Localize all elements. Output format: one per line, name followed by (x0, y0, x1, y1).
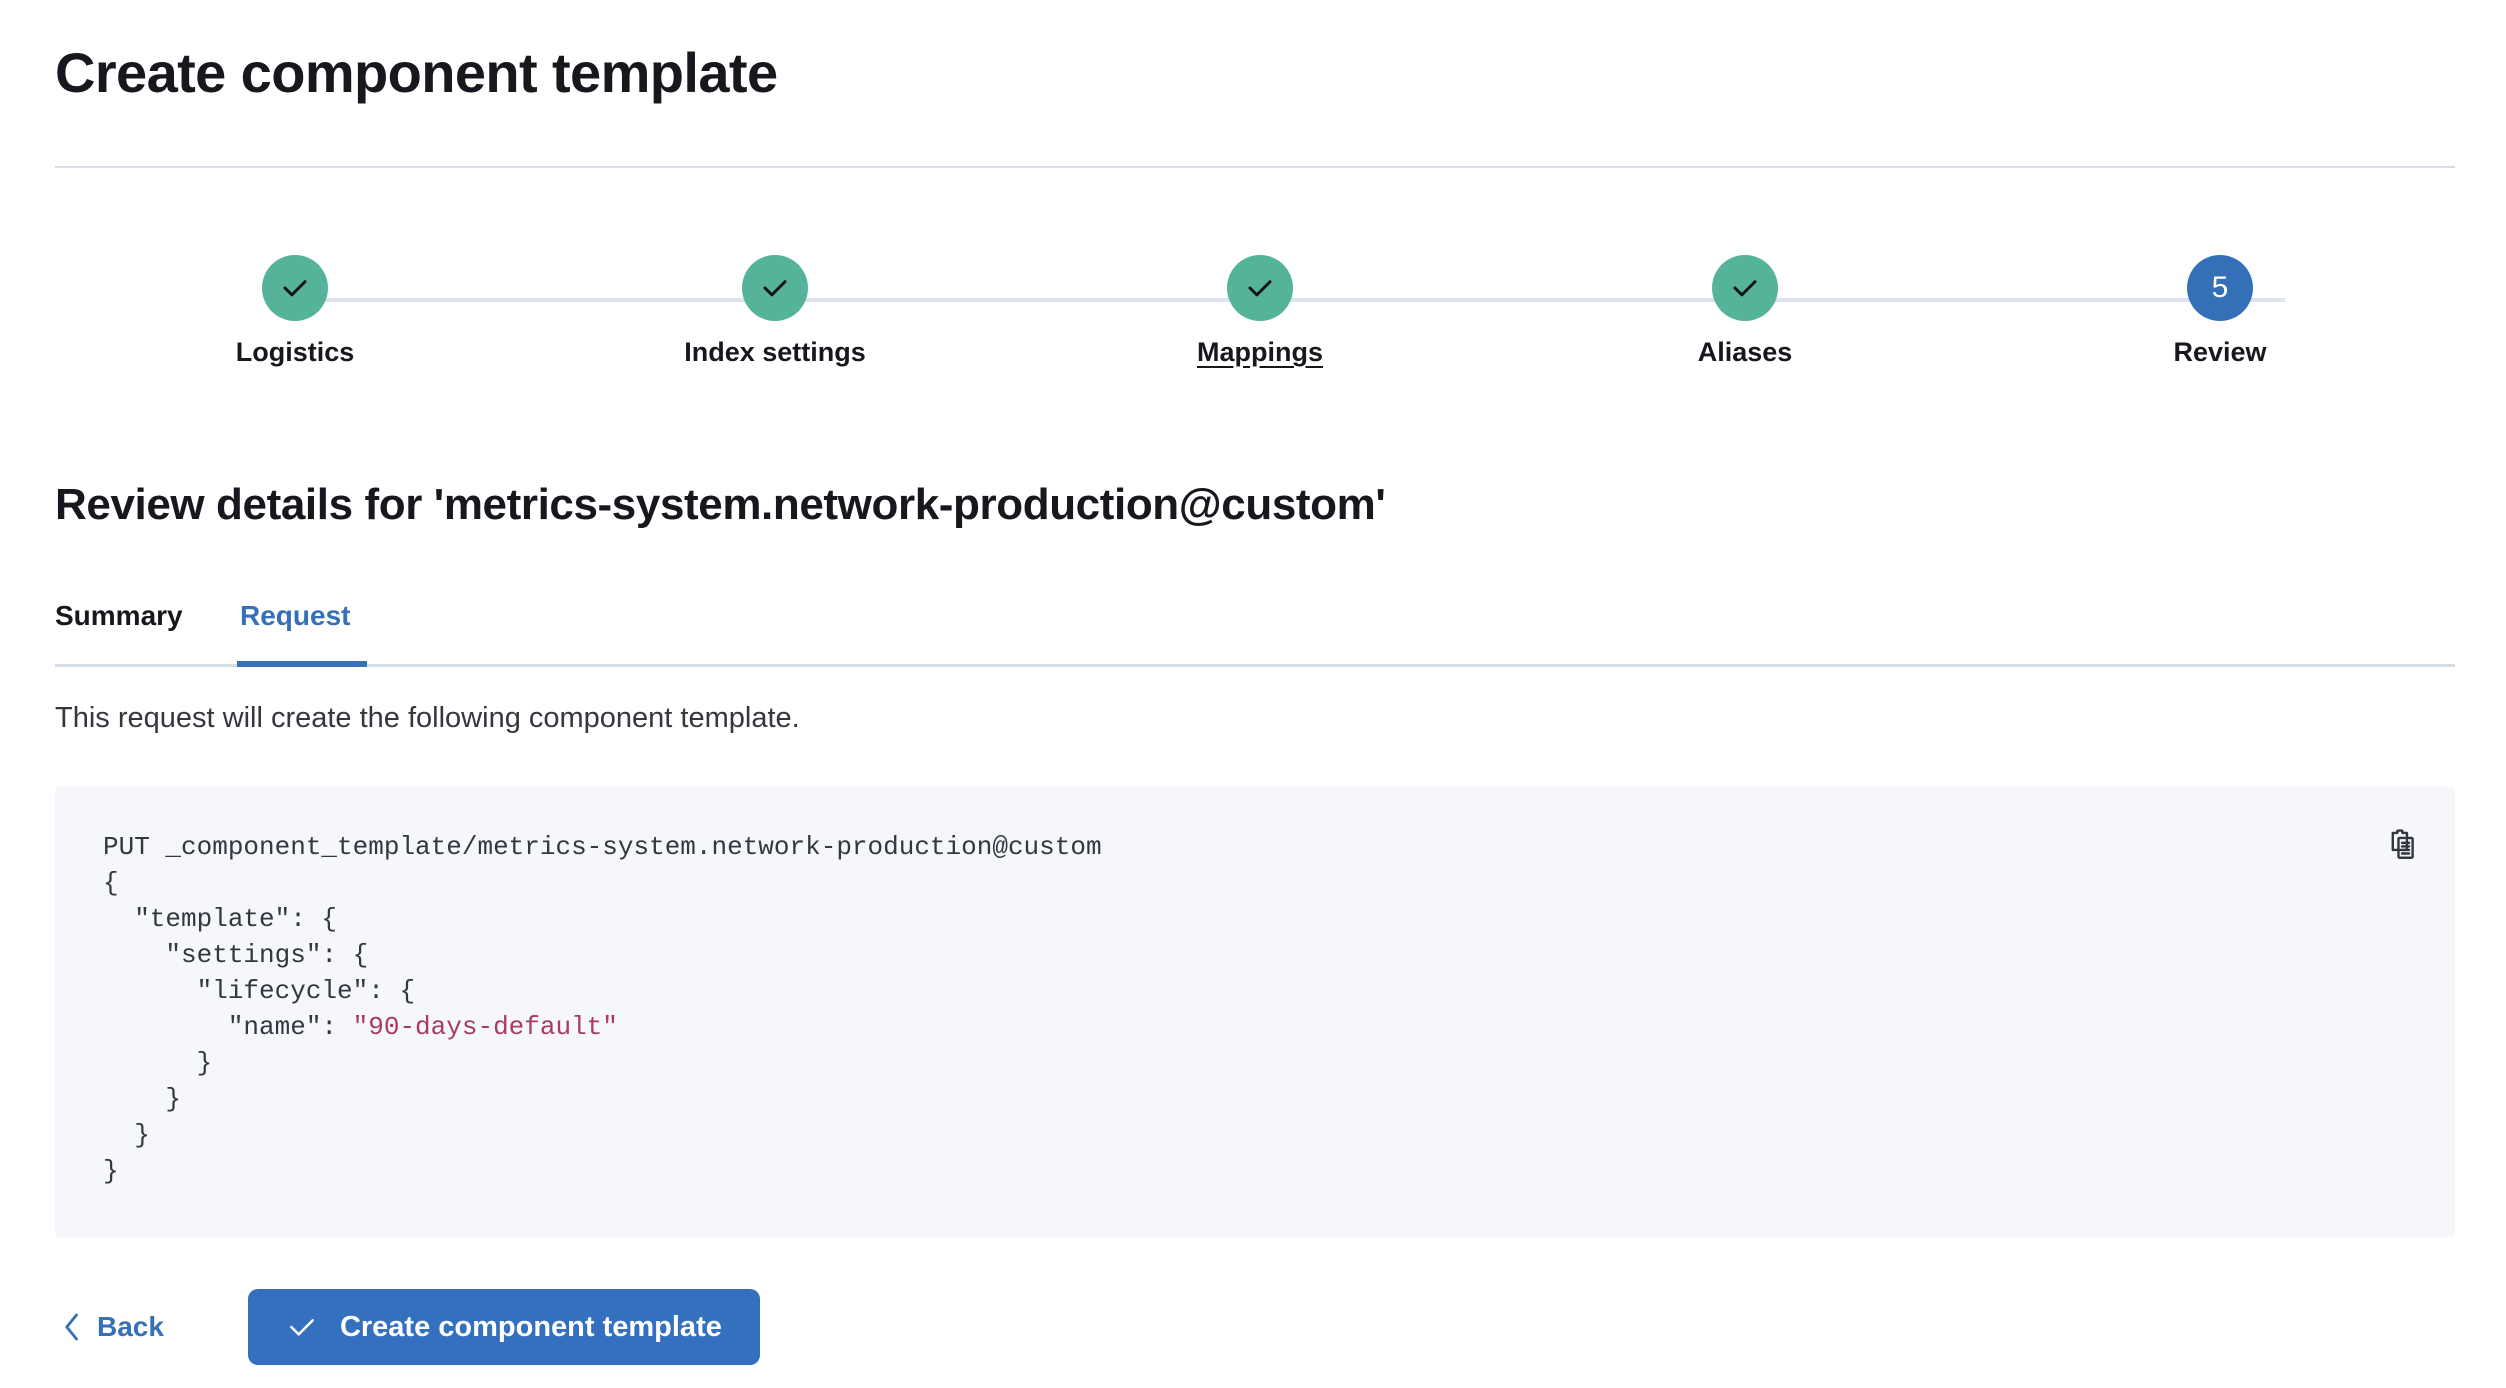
code-line-6-key: "name": (103, 1012, 353, 1042)
step-circle-complete[interactable] (742, 255, 808, 321)
check-icon (763, 280, 787, 297)
wizard-footer-actions: Back Create component template (55, 1285, 760, 1369)
check-icon (283, 280, 307, 297)
step-circle-active[interactable]: 5 (2187, 255, 2253, 321)
step-review[interactable]: 5 Review (2060, 255, 2380, 368)
code-line-9: } (103, 1120, 150, 1150)
step-aliases[interactable]: Aliases (1585, 255, 1905, 368)
code-line-4: "settings": { (103, 940, 369, 970)
tab-summary[interactable]: Summary (55, 600, 183, 667)
step-label: Logistics (235, 337, 355, 367)
step-label: Mappings (1197, 337, 1323, 367)
create-component-template-label: Create component template (339, 1310, 722, 1343)
back-button-label: Back (97, 1311, 164, 1342)
code-line-7: } (103, 1048, 213, 1078)
step-index-settings[interactable]: Index settings (615, 255, 935, 368)
step-label: Index settings (684, 337, 866, 367)
header-divider (55, 166, 2455, 168)
page-title: Create component template (55, 41, 778, 104)
code-line-8: } (103, 1084, 182, 1114)
chevron-left-icon (65, 1313, 78, 1341)
code-line-5: "lifecycle": { (103, 976, 416, 1006)
step-mappings[interactable]: Mappings (1100, 255, 1420, 368)
tab-request[interactable]: Request (240, 600, 350, 667)
step-logistics[interactable]: Logistics (135, 255, 455, 368)
request-description: This request will create the following c… (55, 702, 800, 734)
step-circle-complete[interactable] (262, 255, 328, 321)
tab-active-underline (237, 661, 367, 667)
request-code-block: PUT _component_template/metrics-system.n… (103, 829, 1102, 1189)
step-number: 5 (2211, 271, 2229, 304)
code-line-2: { (103, 868, 119, 898)
back-button[interactable]: Back (55, 1301, 170, 1353)
clipboard-copy-icon (2391, 829, 2414, 859)
check-icon (290, 1319, 314, 1336)
review-tabs: Summary Request (55, 600, 2455, 668)
step-circle-complete[interactable] (1712, 255, 1778, 321)
review-heading: Review details for 'metrics-system.netwo… (55, 480, 1386, 529)
code-line-6-value: "90-days-default" (352, 1012, 618, 1042)
code-line-3: "template": { (103, 904, 338, 934)
step-label: Review (2173, 337, 2267, 367)
step-label: Aliases (1697, 337, 1793, 367)
tabs-baseline (55, 664, 2455, 667)
copy-request-button[interactable] (2376, 819, 2428, 871)
wizard-step-indicator: Logistics Index settings Mappings Aliase… (55, 255, 2455, 385)
check-icon (1733, 280, 1757, 297)
step-circle-complete[interactable] (1227, 255, 1293, 321)
check-icon (1248, 280, 1272, 297)
create-component-template-button[interactable]: Create component template (247, 1289, 760, 1365)
code-line-1: PUT _component_template/metrics-system.n… (103, 832, 1102, 862)
request-code-panel: PUT _component_template/metrics-system.n… (55, 787, 2455, 1237)
code-line-10: } (103, 1156, 119, 1186)
